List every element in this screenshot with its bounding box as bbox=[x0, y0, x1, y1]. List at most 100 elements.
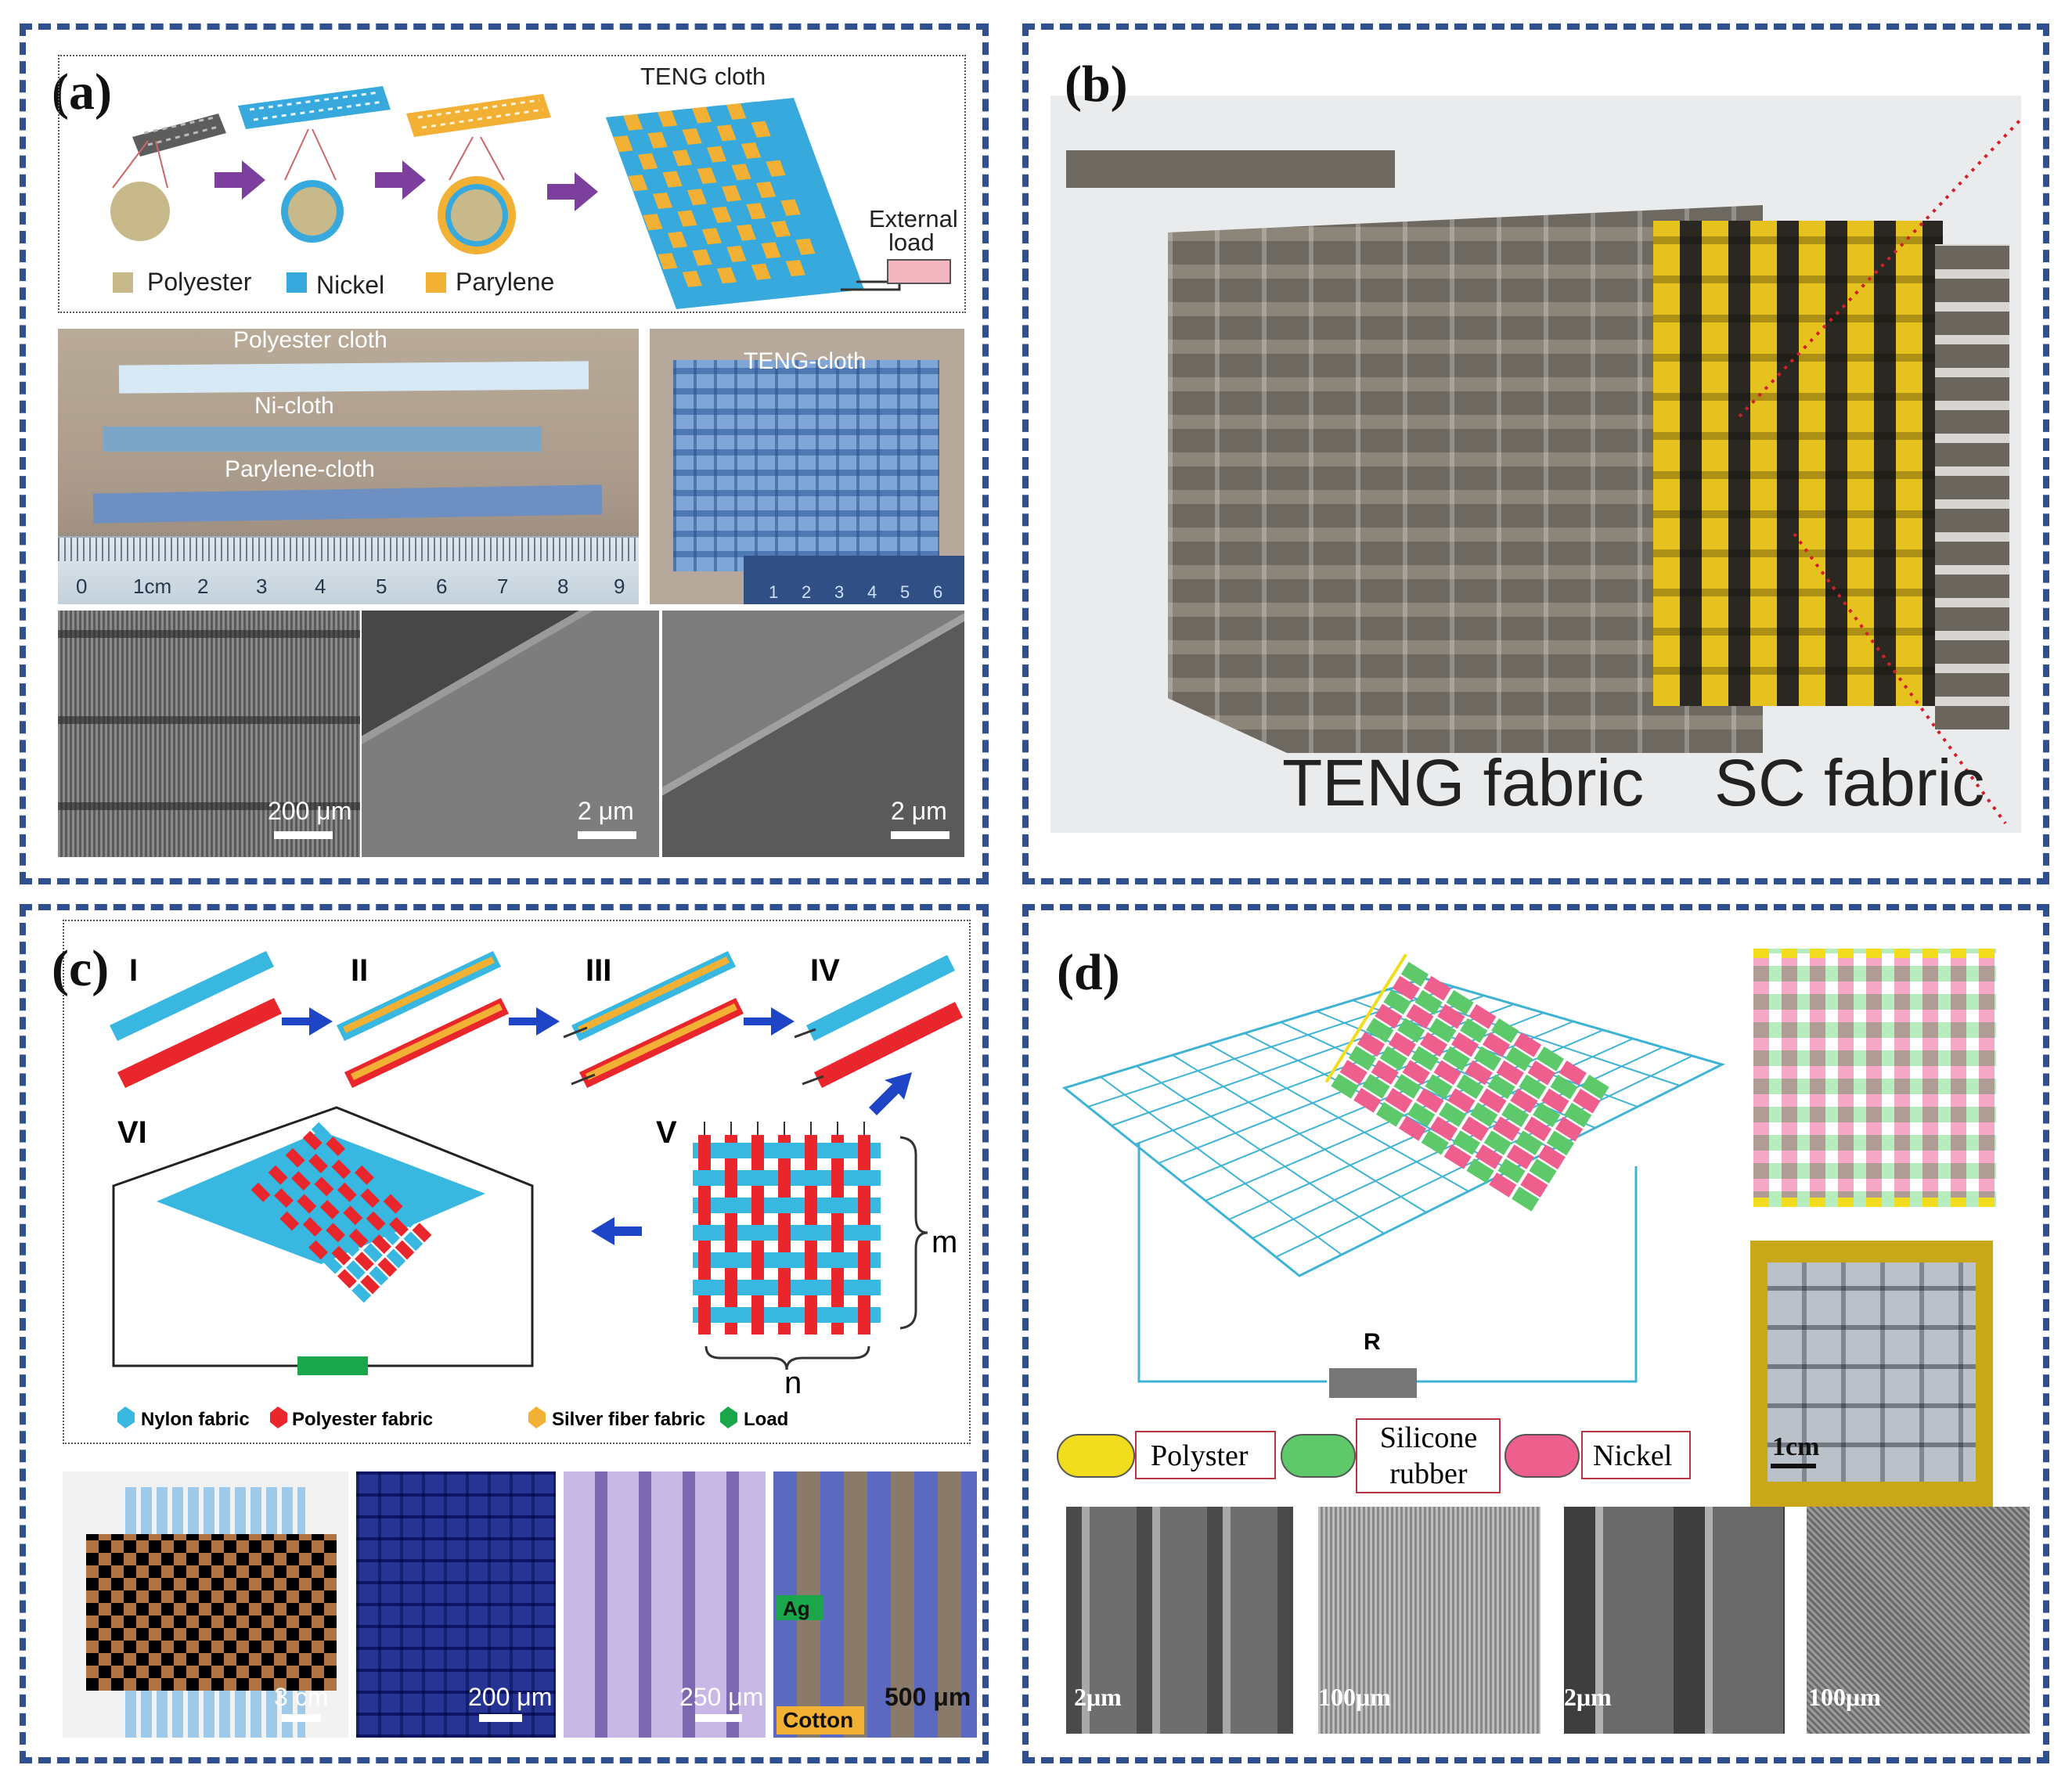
arrow-icon bbox=[214, 160, 265, 200]
legend-load-icon bbox=[720, 1407, 737, 1428]
legend-nylon-icon bbox=[117, 1407, 135, 1428]
small-ruler-tick: 5 bbox=[900, 582, 910, 602]
c-scalebar-1 bbox=[282, 1714, 321, 1722]
legend-polyester-label: Polyester bbox=[147, 268, 252, 296]
ruler-tick-1: 1cm bbox=[133, 575, 172, 598]
c-photo-scale-2: 200 μm bbox=[468, 1683, 553, 1711]
c-photo-scale-1: 3 cm bbox=[274, 1683, 329, 1711]
legend-nickel-swatch bbox=[286, 272, 307, 293]
sem-d3 bbox=[1564, 1507, 1785, 1734]
parylene-ribbon-icon bbox=[406, 94, 551, 137]
teng-fabric-label: TENG fabric bbox=[1282, 746, 1645, 819]
sem-d4 bbox=[1807, 1507, 2030, 1734]
c-scalebar-3 bbox=[695, 1714, 742, 1722]
sem-d2 bbox=[1318, 1507, 1540, 1734]
sem-image-parylene bbox=[662, 611, 964, 857]
micrograph-1 bbox=[356, 1471, 556, 1738]
panel-b bbox=[1022, 23, 2049, 884]
legend-polyster-box bbox=[1135, 1431, 1276, 1479]
step-v: V bbox=[656, 1115, 677, 1150]
c-photo-scale-4: 500 μm bbox=[885, 1683, 971, 1711]
panel-c-schematic-box bbox=[63, 920, 971, 1444]
ruler-tick-9: 9 bbox=[614, 575, 625, 598]
legend-nickel-box bbox=[1581, 1431, 1691, 1479]
ruler-tick-2: 2 bbox=[197, 575, 209, 598]
panel-c-label: (c) bbox=[52, 940, 110, 997]
ag-label: Ag bbox=[783, 1597, 810, 1620]
ruler-tick-4: 4 bbox=[315, 575, 326, 598]
step-iv: IV bbox=[810, 953, 840, 988]
sem-scalebar-a1 bbox=[274, 831, 333, 839]
small-ruler-tick: 4 bbox=[867, 582, 877, 602]
resistor-label: R bbox=[1364, 1329, 1381, 1355]
legend-polyester-swatch bbox=[113, 272, 133, 293]
small-ruler-tick: 3 bbox=[834, 582, 845, 602]
legend-polyester-icon bbox=[270, 1407, 287, 1428]
flat-weave-diagram bbox=[1753, 949, 1996, 1207]
cotton-label: Cotton bbox=[783, 1708, 854, 1732]
sample-scale-label: 1cm bbox=[1772, 1432, 1820, 1461]
panel-c bbox=[20, 904, 989, 1763]
panel-c-schematic bbox=[110, 951, 963, 1428]
sem-d3-scale: 2μm bbox=[1564, 1683, 1612, 1711]
teng-cloth-icon bbox=[606, 98, 951, 309]
sem-scale-a1: 200 μm bbox=[268, 797, 352, 825]
legend-silver-icon bbox=[528, 1407, 546, 1428]
sem-scale-a2: 2 μm bbox=[578, 797, 634, 825]
panel-b-label: (b) bbox=[1065, 56, 1128, 113]
sc-fabric-label: SC fabric bbox=[1714, 746, 1985, 819]
sem-scalebar-a2 bbox=[578, 831, 636, 839]
small-ruler-tick: 6 bbox=[933, 582, 943, 602]
polyester-fiber-icon bbox=[110, 182, 170, 241]
sem-d1 bbox=[1066, 1507, 1293, 1734]
panel-d-label: (d) bbox=[1057, 944, 1120, 1001]
nylon-strip-icon bbox=[110, 951, 274, 1041]
sem-scalebar-a3 bbox=[891, 831, 950, 839]
blue-woven-photo bbox=[63, 1471, 348, 1738]
small-ruler bbox=[744, 556, 964, 604]
parylene-strip bbox=[92, 484, 603, 524]
brace-m bbox=[899, 1136, 928, 1330]
step-vi: VI bbox=[117, 1115, 147, 1150]
sc-fabric bbox=[1653, 221, 1943, 706]
teng-cloth-title: TENG cloth bbox=[640, 63, 766, 90]
ni-strip bbox=[103, 427, 542, 452]
ruler-ticks bbox=[58, 538, 639, 561]
sem-d2-scale: 100μm bbox=[1318, 1683, 1391, 1711]
brace-m-label: m bbox=[931, 1225, 958, 1259]
step-i: I bbox=[129, 953, 139, 988]
ruler-tick-3: 3 bbox=[256, 575, 268, 598]
external-load-icon bbox=[887, 259, 951, 284]
legend-nylon-label: Nylon fabric bbox=[141, 1409, 250, 1430]
panel-a-schematic-box bbox=[58, 55, 966, 313]
small-ruler-tick: 2 bbox=[802, 582, 812, 602]
panel-a-schematic bbox=[110, 86, 951, 309]
teng-fabric-tab bbox=[1066, 150, 1395, 188]
polyester-strip-icon bbox=[117, 998, 282, 1088]
ruler-tick-8: 8 bbox=[557, 575, 569, 598]
panel-a bbox=[20, 23, 989, 884]
cloth-strips-photo bbox=[58, 329, 639, 604]
red-dotted-lines bbox=[1738, 117, 2021, 825]
ni-cloth-label: Ni-cloth bbox=[254, 393, 334, 419]
ruler-tick-0: 0 bbox=[76, 575, 88, 598]
load-icon bbox=[297, 1356, 368, 1375]
sem-image-ni bbox=[362, 611, 659, 857]
legend-parylene-label: Parylene bbox=[456, 268, 555, 296]
sem-scale-a3: 2 μm bbox=[891, 797, 947, 825]
step-ii: II bbox=[351, 953, 369, 988]
small-ruler-tick: 1 bbox=[769, 582, 779, 602]
sc-fabric-fringe bbox=[1935, 244, 2009, 729]
ruler-tick-labels: 0 1cm 2 3 4 5 6 7 8 9 bbox=[72, 575, 636, 601]
polyester-ribbon-icon bbox=[132, 113, 226, 157]
woven-cloth bbox=[673, 360, 939, 571]
woven-mat-vi bbox=[112, 1106, 534, 1375]
legend-polyster-pill bbox=[1057, 1434, 1135, 1478]
legend-silicone-pill bbox=[1281, 1434, 1356, 1478]
panel-d bbox=[1022, 904, 2049, 1763]
legend-nickel-pill bbox=[1504, 1434, 1580, 1478]
sem-d1-scale: 2μm bbox=[1074, 1683, 1122, 1711]
sem-image-weave bbox=[58, 611, 360, 857]
parylene-cloth-label: Parylene-cloth bbox=[225, 456, 375, 482]
brace-n-label: n bbox=[784, 1366, 802, 1400]
